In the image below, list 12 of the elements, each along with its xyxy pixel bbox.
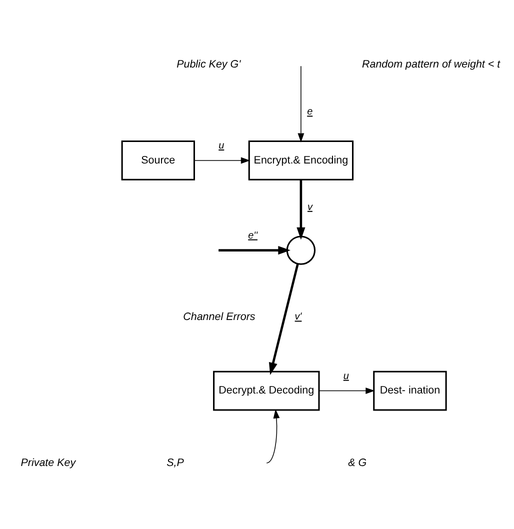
edge-label: e — [307, 106, 313, 118]
edge-label: v' — [294, 312, 302, 323]
label: S,P — [166, 456, 184, 469]
edge-label: u — [343, 370, 349, 382]
edge-label: v — [307, 202, 312, 213]
label: Public Key G' — [176, 58, 241, 70]
label: & G — [348, 456, 367, 469]
label: Channel Errors — [183, 310, 256, 323]
label: Private Key — [20, 456, 76, 469]
edge-label: u — [218, 140, 224, 152]
edge-label: e'' — [248, 230, 258, 242]
label: Random pattern of weight < t — [362, 58, 500, 70]
